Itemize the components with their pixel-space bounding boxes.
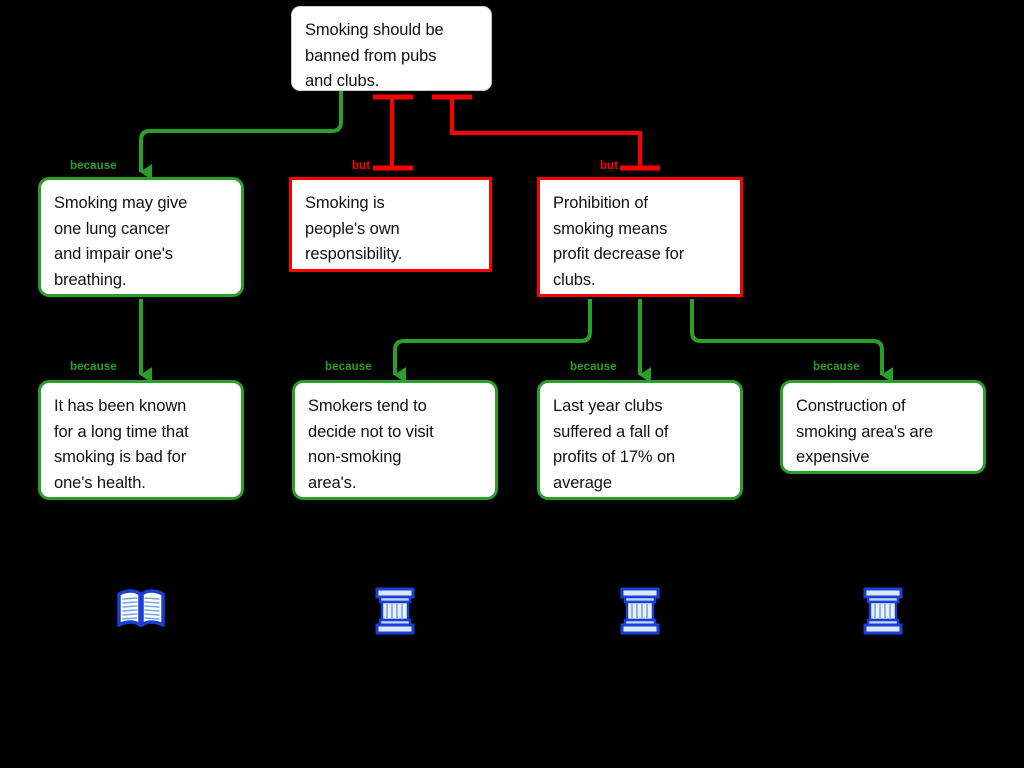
evidence-column-construction[interactable] [855,580,911,636]
node-avoid[interactable]: Smokers tend to decide not to visit non-… [292,380,498,500]
column-icon [620,587,660,635]
node-responsibility[interactable]: Smoking is people's own responsibility. [289,177,492,272]
node-responsibility-text: Smoking is people's own responsibility. [305,194,403,263]
node-construction[interactable]: Construction of smoking area's are expen… [780,380,986,474]
node-known-text: It has been known for a long time that s… [54,397,189,492]
node-fall[interactable]: Last year clubs suffered a fall of profi… [537,380,743,500]
node-health[interactable]: Smoking may give one lung cancer and imp… [38,177,244,297]
evidence-open-book-known[interactable] [113,580,169,636]
node-profit[interactable]: Prohibition of smoking means profit decr… [537,177,743,297]
edge-label-root-health: because [70,160,117,172]
edge-label-profit-fall: because [570,361,617,373]
edge-label-profit-construction: because [813,361,860,373]
edge-label-root-profit: but [600,160,619,172]
node-health-text: Smoking may give one lung cancer and imp… [54,194,188,289]
node-profit-text: Prohibition of smoking means profit decr… [553,194,685,289]
node-avoid-text: Smokers tend to decide not to visit non-… [308,397,434,492]
evidence-column-avoid[interactable] [367,580,423,636]
node-known[interactable]: It has been known for a long time that s… [38,380,244,500]
node-fall-text: Last year clubs suffered a fall of profi… [553,397,676,492]
column-icon [375,587,415,635]
edge-root-to-health [139,90,343,180]
column-icon [863,587,903,635]
open-book-icon [117,589,165,627]
edge-label-root-responsibility: but [352,160,371,172]
edge-profit-to-construction [690,299,893,383]
edge-root-to-profit-stem [450,97,642,168]
edge-label-profit-avoid: because [325,361,372,373]
edge-label-health-known: because [70,361,117,373]
edge-profit-to-avoid [393,299,592,383]
node-construction-text: Construction of smoking area's are expen… [796,397,934,466]
evidence-column-fall[interactable] [612,580,668,636]
node-root-text: Smoking should be banned from pubs and c… [305,21,444,90]
node-root-contention[interactable]: Smoking should be banned from pubs and c… [291,6,492,91]
